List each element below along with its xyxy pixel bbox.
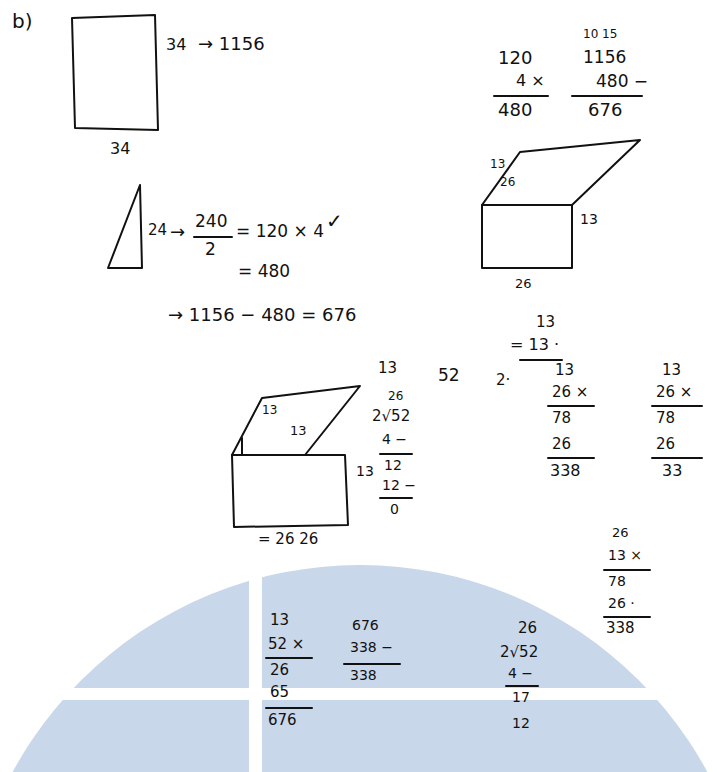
prism-top [482, 140, 640, 205]
sum-line [604, 616, 650, 618]
handwritten-note: 13 [290, 424, 307, 438]
sum-line [380, 453, 412, 455]
handwritten-note: 676 [588, 100, 622, 120]
sum-line [266, 707, 312, 709]
prism-front [482, 205, 572, 268]
handwritten-note: 2√52 [372, 408, 410, 425]
handwritten-note: 24 [148, 222, 167, 239]
handwritten-note: → 1156 − 480 = 676 [168, 305, 356, 325]
handwritten-note: 65 [270, 684, 289, 701]
handwritten-note: 13 [356, 464, 374, 479]
handwritten-note: 52 [438, 366, 460, 385]
handwritten-note: 13 [262, 404, 277, 417]
prism-top [232, 386, 360, 455]
sum-line [604, 569, 650, 571]
sum-line [652, 405, 702, 407]
handwritten-note: ✓ [326, 210, 343, 232]
handwritten-note: 10 15 [583, 28, 617, 41]
handwritten-note: 12 [512, 716, 530, 731]
triangle [108, 185, 142, 268]
handwritten-note: 26 [270, 662, 289, 679]
fraction-bar [194, 236, 232, 238]
handwritten-note: 26 [388, 390, 403, 403]
sum-line [506, 685, 538, 687]
sum-line [344, 663, 400, 665]
handwritten-note: → 1156 [198, 34, 265, 54]
sum-line [572, 95, 642, 97]
handwritten-note: 338 [606, 620, 635, 637]
handwritten-note: 26 · [608, 596, 635, 611]
handwritten-note: 52 × [268, 636, 304, 653]
handwritten-note: 34 [110, 140, 130, 158]
handwritten-note: 13 [536, 314, 555, 331]
handwritten-note: 4 × [516, 72, 545, 90]
handwritten-note: 1156 [583, 48, 626, 67]
handwritten-note: 2· [496, 372, 510, 389]
square [72, 15, 158, 130]
handwritten-note: 12 − [382, 478, 416, 493]
handwritten-note: 17 [512, 690, 530, 705]
sum-line [494, 95, 548, 97]
handwritten-note: 13 [270, 612, 289, 629]
handwritten-note: 676 [268, 712, 297, 729]
handwritten-note: 26 × [656, 384, 692, 401]
handwritten-note: 13 [555, 362, 574, 379]
handwritten-note: 338 [550, 462, 581, 480]
handwritten-note: 676 [352, 618, 379, 633]
handwritten-note: 338 [350, 668, 377, 683]
handwritten-note: 13 [490, 158, 505, 171]
handwritten-note: 34 [166, 36, 186, 54]
handwritten-note: = 120 × 4 [236, 222, 324, 241]
watermark-arc [0, 565, 717, 772]
handwritten-note: 338 − [350, 640, 393, 655]
handwritten-note: 480 − [596, 72, 648, 91]
handwritten-note: 4 − [508, 666, 533, 681]
handwritten-note: 26 × [552, 384, 588, 401]
watermark-gap [0, 688, 717, 700]
handwritten-note: 26 [656, 436, 675, 453]
sum-line [266, 657, 312, 659]
handwritten-note: 26 [552, 436, 571, 453]
handwritten-note: 120 [498, 48, 532, 68]
sum-line [520, 359, 562, 361]
handwritten-note: 26 [500, 176, 515, 189]
handwritten-note: = 480 [238, 262, 290, 281]
handwritten-note: 13 × [608, 548, 642, 563]
sum-line [380, 497, 412, 499]
handwritten-note: = 13 · [510, 336, 559, 354]
handwritten-note: 78 [608, 574, 626, 589]
handwritten-note: → [170, 222, 185, 242]
handwritten-note: 0 [390, 502, 399, 517]
handwritten-note: 78 [656, 410, 675, 427]
handwritten-note: 13 [662, 362, 681, 379]
handwritten-note: 240 [195, 212, 227, 231]
handwritten-note: 4 − [382, 432, 407, 447]
handwritten-note: = 26 26 [258, 531, 318, 548]
handwritten-note: 12 [384, 458, 402, 473]
handwritten-note: 2√52 [500, 644, 538, 661]
handwritten-note: 13 [580, 212, 598, 227]
handwritten-note: 26 [612, 526, 629, 540]
handwritten-note: b) [12, 10, 33, 32]
handwritten-note: 13 [378, 360, 397, 377]
handwritten-note: 78 [552, 410, 571, 427]
handwritten-note: 2 [205, 240, 216, 259]
prism-edge [241, 438, 243, 455]
handwritten-note: 33 [662, 462, 682, 480]
handwritten-note: 480 [498, 100, 532, 120]
watermark-gap [249, 560, 262, 772]
handwritten-note: 26 [515, 277, 532, 291]
sum-line [548, 457, 594, 459]
sum-line [652, 457, 702, 459]
handwritten-note: 26 [518, 620, 537, 637]
sum-line [548, 405, 594, 407]
prism-front [232, 455, 348, 527]
